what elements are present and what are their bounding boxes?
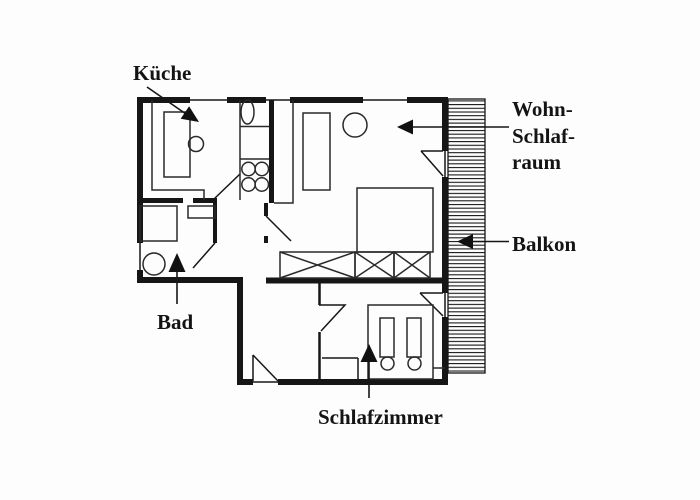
bedroom-arrow [360, 344, 378, 398]
entrance-door [252, 354, 279, 382]
bedroom-label: Schlafzimmer [318, 405, 443, 429]
bedroom-bed-frame [367, 304, 434, 380]
living-door [265, 215, 292, 242]
stove-burner [254, 161, 270, 177]
shower [139, 205, 178, 242]
kitchen-door [213, 173, 241, 200]
kitchen-counter [151, 100, 205, 200]
living-label-line1: Wohn- [512, 97, 573, 121]
bedroom-pillow [380, 356, 395, 371]
living-leader [397, 119, 509, 135]
stove-burner [241, 161, 256, 177]
bathroom-label: Bad [157, 310, 194, 334]
living-shelf [302, 112, 331, 191]
bedroom-fixtures [367, 304, 445, 380]
bath-sink-counter [187, 205, 216, 219]
bedroom-niche-lines [322, 357, 359, 382]
stove-burner [241, 177, 256, 192]
living-room-fixtures [274, 100, 434, 279]
kitchen-table [163, 111, 191, 178]
living-bed [356, 187, 434, 253]
kitchen-sink-round [187, 135, 205, 153]
balcony-label: Balkon [512, 232, 577, 256]
balcony-leader [457, 234, 509, 249]
wardrobe-x-row [279, 251, 431, 279]
balcony-hatch [447, 98, 486, 374]
living-closet [274, 100, 294, 204]
stove-burner [254, 177, 270, 192]
living-table [342, 112, 368, 138]
kitchen-arrow [146, 86, 199, 122]
living-label-line3: raum [512, 150, 562, 174]
living-label-line2: Schlaf- [512, 124, 575, 148]
bedroom-pillow [407, 356, 422, 371]
annotation-arrows [146, 86, 509, 398]
bedroom-mattress [406, 317, 422, 358]
bath-door [192, 242, 216, 269]
bedroom-mattress [379, 317, 395, 358]
door-swings [192, 150, 444, 382]
bedroom-door [319, 304, 347, 332]
balcony-door-living [420, 150, 444, 177]
kitchen-sink-oval [240, 99, 255, 125]
bathroom-fixtures [139, 205, 216, 276]
appliance-shelf-lines [240, 125, 269, 160]
room-labels: Küche Wohn- Schlaf- raum Balkon Bad Schl… [133, 61, 577, 429]
kitchen-label: Küche [133, 61, 191, 85]
kitchen-fixtures [151, 99, 270, 200]
bath-arrow [168, 253, 186, 304]
toilet [142, 252, 166, 276]
